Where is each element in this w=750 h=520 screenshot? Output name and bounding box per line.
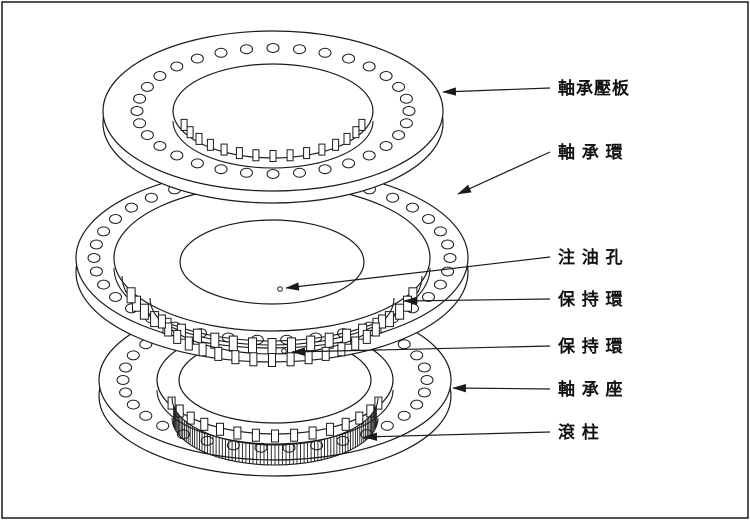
- leader-retainer-ring-upper: [403, 296, 551, 306]
- label-retainer-ring-upper: 保 持 環: [557, 289, 623, 309]
- bearing-pressure-plate-drawing: [102, 30, 444, 204]
- label-bearing-ring: 軸 承 環: [558, 142, 623, 162]
- leader-bearing-seat: [452, 383, 551, 393]
- leader-bearing-ring: [457, 151, 551, 195]
- leader-roller: [363, 431, 551, 441]
- leader-bearing-pressure-plate: [442, 87, 551, 96]
- label-bearing-pressure-plate: 軸承壓板: [558, 78, 630, 98]
- label-retainer-ring-lower: 保 持 環: [557, 336, 623, 356]
- leader-lines: [285, 87, 551, 441]
- leader-oil-injection-hole: [285, 256, 551, 291]
- label-roller: 滾 柱: [558, 422, 600, 442]
- leader-retainer-ring-lower: [291, 345, 551, 356]
- label-bearing-seat: 軸 承 座: [558, 379, 623, 399]
- label-oil-injection-hole: 注 油 孔: [558, 247, 623, 267]
- part-labels: 軸承壓板 軸 承 環 注 油 孔 保 持 環 保 持 環 軸 承 座 滾 柱: [557, 78, 630, 442]
